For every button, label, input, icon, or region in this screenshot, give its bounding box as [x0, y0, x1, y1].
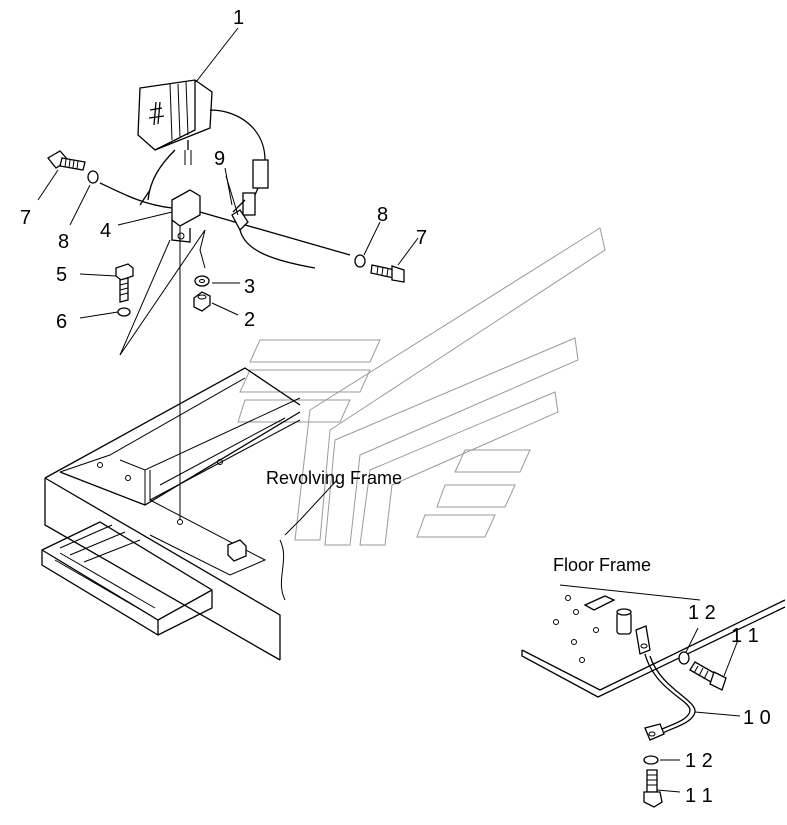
- logo-watermark: [237, 227, 606, 546]
- revolving-frame-label: Revolving Frame: [266, 468, 402, 488]
- washer-12-lower: [643, 755, 659, 765]
- bolt-5: [115, 263, 134, 303]
- callout-9: 9: [214, 148, 225, 170]
- bolt-7-right: [370, 264, 405, 283]
- callout-10: 1 0: [743, 707, 771, 729]
- washer-8-right: [354, 254, 366, 268]
- bolt-11-upper: [689, 661, 727, 691]
- washer-8-left: [87, 170, 99, 184]
- callout-8-left: 8: [58, 231, 69, 253]
- step-plate: [41, 521, 213, 636]
- floor-frame-label: Floor Frame: [553, 555, 651, 575]
- callout-12-upper: 1 2: [688, 602, 716, 624]
- work-lamp: [137, 79, 269, 216]
- callout-4: 4: [100, 220, 111, 242]
- callout-11-upper: 1 1: [731, 625, 759, 647]
- revolving-frame: [41, 367, 301, 661]
- callout-6: 6: [56, 311, 67, 333]
- lamp-bracket: [119, 189, 206, 520]
- bolt-11-lower: [643, 769, 663, 808]
- washer-3: [194, 275, 210, 287]
- callout-1: 1: [233, 7, 244, 29]
- callout-8-right: 8: [377, 204, 388, 226]
- callout-7-left: 7: [20, 207, 31, 229]
- callout-2: 2: [244, 309, 255, 331]
- washer-6: [117, 307, 131, 317]
- washer-12-upper: [678, 651, 690, 665]
- bolt-7-left: [47, 150, 86, 171]
- callout-7-right: 7: [416, 227, 427, 249]
- leader-lines: [37, 27, 741, 793]
- floor-frame: [521, 584, 786, 698]
- ground-cable: [635, 625, 696, 741]
- wiring-harness: [99, 175, 351, 269]
- callout-12-lower: 1 2: [685, 750, 713, 772]
- callout-5: 5: [56, 264, 67, 286]
- callout-3: 3: [244, 276, 255, 298]
- callout-11-lower: 1 1: [685, 785, 713, 807]
- nut-2: [193, 291, 211, 312]
